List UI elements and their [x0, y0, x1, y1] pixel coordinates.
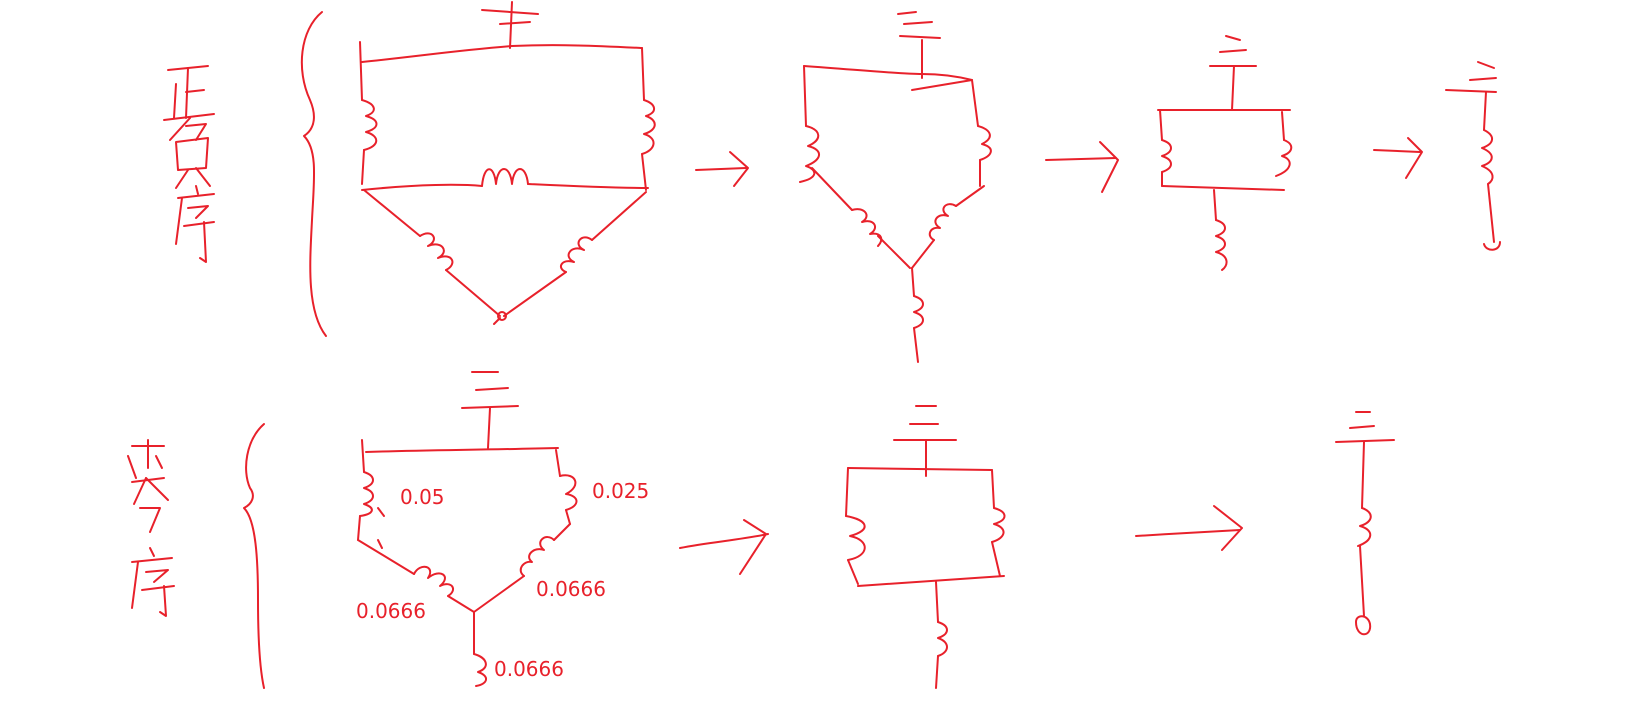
label-char-xu-2	[131, 547, 175, 617]
impedance-lower-right: 0.0666	[536, 577, 606, 601]
impedance-right-branch: 0.025	[592, 479, 649, 503]
arrow-1	[695, 151, 749, 187]
label-char-xu	[175, 185, 215, 263]
impedance-lower-left: 0.0666	[356, 599, 426, 623]
arrow-3	[1373, 137, 1423, 179]
zero-network-star	[357, 371, 578, 687]
zero-network-single	[1335, 411, 1395, 636]
label-char-zheng	[163, 65, 215, 121]
positive-network-bridge	[359, 1, 656, 325]
positive-network-single	[1445, 61, 1501, 251]
arrow-2	[1045, 141, 1119, 193]
positive-negative-sequence-label	[163, 65, 215, 263]
arrow-4	[679, 519, 769, 575]
left-brace-top	[300, 11, 327, 337]
label-char-fu	[169, 117, 211, 189]
label-char-ling	[127, 439, 169, 533]
arrow-5	[1135, 505, 1243, 551]
left-brace-bottom	[243, 423, 265, 689]
zero-sequence-label	[127, 439, 175, 617]
zero-network-parallel	[845, 405, 1006, 689]
positive-network-parallel	[1157, 35, 1293, 271]
positive-network-star	[799, 11, 992, 363]
impedance-left-branch: 0.05	[400, 485, 445, 509]
impedance-bottom: 0.0666	[494, 657, 564, 681]
